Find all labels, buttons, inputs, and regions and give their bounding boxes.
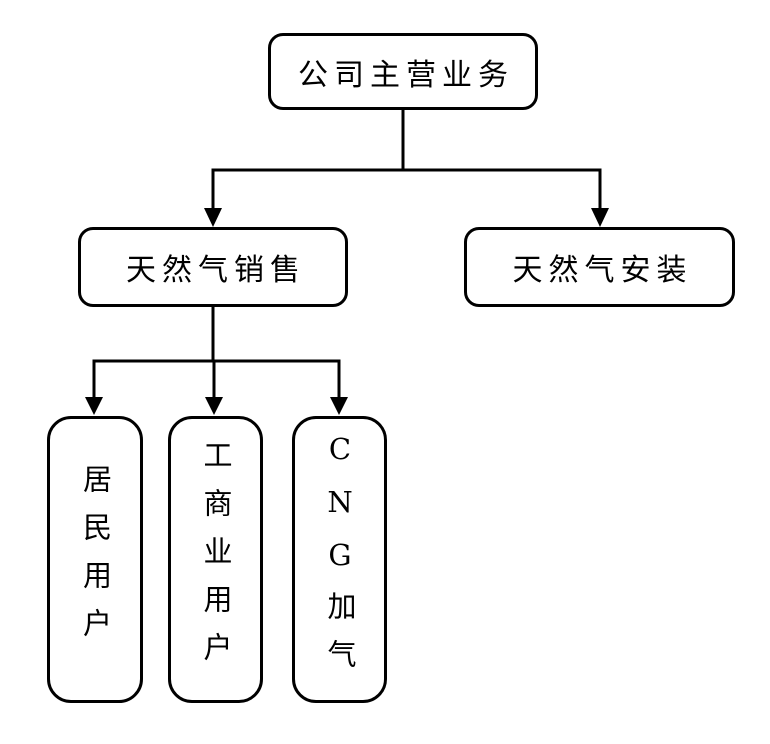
node-residential-users: 居民用户 (47, 416, 143, 703)
arrowhead-install (591, 208, 609, 227)
node-residential-users-label: 居民用户 (78, 463, 113, 656)
node-natural-gas-sales: 天然气销售 (78, 227, 348, 307)
node-natural-gas-installation: 天然气安装 (464, 227, 735, 307)
node-company-main-business: 公司主营业务 (268, 33, 538, 110)
arrowhead-cng (330, 397, 348, 415)
node-industrial-commercial-users: 工商业用户 (168, 416, 263, 703)
node-industrial-commercial-users-label: 工商业用户 (199, 439, 233, 680)
node-cng-refueling: CNG加气 (292, 416, 387, 703)
arrowhead-resident (85, 397, 103, 415)
node-cng-refueling-label: CNG加气 (323, 432, 357, 687)
arrowhead-sales (204, 208, 222, 227)
arrowhead-industry (205, 397, 223, 415)
